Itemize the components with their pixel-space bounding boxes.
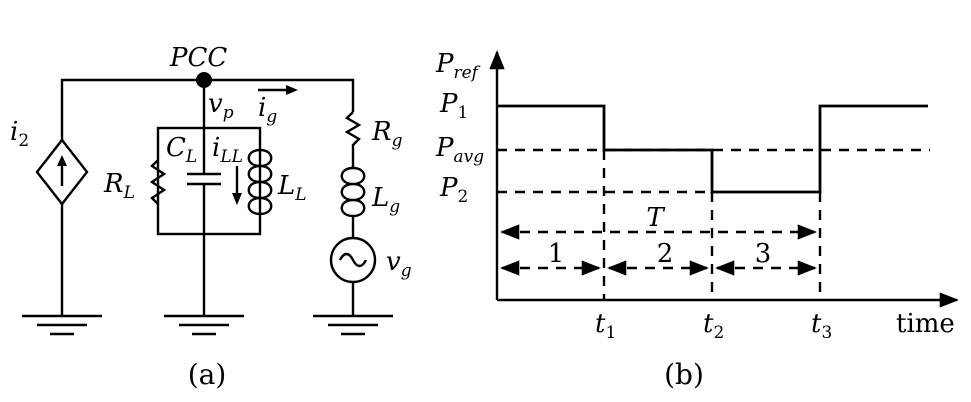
pref-step-waveform [497,104,928,194]
LL-label: LL [277,171,307,205]
caption-b: (b) [664,358,704,391]
grid-inductor [340,166,366,218]
ig-label: ig [258,93,277,127]
circuit-labels: PCC vp ig i2 CL iLL RL LL Rg Lg vg [10,43,412,391]
circuit-diagram [22,72,393,336]
ground-symbol-middle [164,314,244,336]
grid-branch [329,111,377,316]
time-tick-t1: t1 [595,309,616,343]
interval-label-2: 2 [657,239,674,269]
power-reference-plot [489,50,959,308]
level-label-pavg: Pavg [435,133,484,167]
load-resistor [149,159,167,205]
x-axis-label: time [896,309,955,339]
load-branch [149,88,273,316]
ground-symbol-right [313,314,393,336]
Rg-label: Rg [371,117,403,151]
grid-resistor [344,111,362,168]
level-label-p1: P1 [439,89,468,123]
level-guides [497,148,930,194]
ig-arrow [258,85,298,95]
caption-a: (a) [188,358,227,391]
load-inductor [247,148,273,216]
dependent-current-source [35,133,89,316]
vg-label: vg [386,247,412,281]
load-capacitor [187,128,221,316]
pcc-node [196,72,212,88]
RL-label: RL [103,169,135,203]
interval-label-1: 1 [548,239,565,269]
interval-label-3: 3 [755,239,772,269]
time-tick-t3: t3 [811,309,832,343]
CL-label: CL [166,133,197,167]
plot-labels: Pref P1 Pavg P2 T 1 2 3 t1 t2 t3 time (b… [435,49,955,391]
time-tick-t2: t2 [703,309,724,343]
pcc-label: PCC [169,43,227,73]
level-label-p2: P2 [439,173,468,207]
ground-symbol-left [22,314,102,336]
period-label: T [646,203,665,233]
i2-label: i2 [10,117,29,151]
y-axis-label: Pref [435,49,481,83]
iLL-label: iLL [212,133,243,167]
vp-label: vp [208,89,234,123]
Lg-label: Lg [371,183,400,217]
